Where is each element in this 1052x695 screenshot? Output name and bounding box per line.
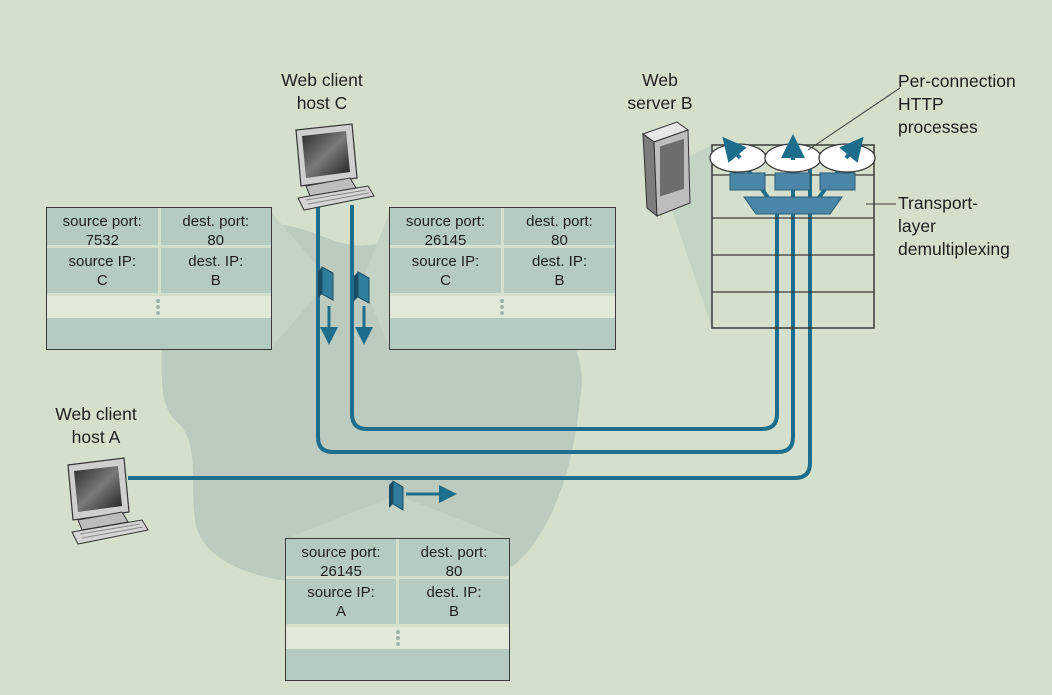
dest-ip-value: B [554,272,565,289]
server-icon-b [641,121,691,218]
server-b-label: Web server B [610,69,710,115]
host-c-label-line2: host C [296,93,348,113]
segment-ellipsis-row [47,296,271,318]
host-a-label: Web client host A [36,403,156,449]
segment-ip-row: source IP: C dest. IP: B [47,248,271,296]
source-port-value: 26145 [424,232,467,249]
dest-port-value: 80 [551,232,568,249]
segment-port-row: source port: 26145 dest. port: 80 [286,539,509,580]
host-c-label: Web client host C [262,69,382,115]
arrow-to-process-1 [722,136,747,163]
source-ip-label: source IP: [68,253,137,270]
transport-line3: demultiplexing [898,239,1010,259]
dest-ip-label: dest. IP: [188,253,244,270]
per-connection-line2: HTTP [898,94,944,114]
dest-port-value: 80 [207,232,225,249]
source-ip-cell: source IP: C [47,248,158,293]
dest-port-value: 80 [445,563,463,580]
source-port-cell: source port: 26145 [390,208,501,249]
dest-port-label: dest. port: [182,213,250,230]
ellipsis-dots [396,630,400,648]
packet-icon-left [318,266,334,301]
segment-data-row [390,318,615,340]
link-host-a [128,150,812,480]
source-ip-value: C [96,272,108,289]
per-connection-processes-label: Per-connection HTTP processes [898,70,1016,139]
segment-port-row: source port: 7532 dest. port: 80 [47,208,272,249]
transport-demux-label: Transport- layer demultiplexing [898,192,1010,261]
server-b-label-line1: Web [642,70,678,90]
ellipsis-dots [500,299,504,317]
computer-icon-host-a [67,457,149,545]
source-ip-value: C [440,272,451,289]
packet-icon-bottom [389,480,404,511]
segment-projection-bottom [285,495,510,539]
socket-1 [729,172,766,191]
per-connection-line3: processes [898,117,978,137]
host-a-label-line2: host A [71,427,121,447]
per-connection-line1: Per-connection [898,71,1016,91]
segment-projection-left [270,211,330,349]
segment-box-host-c-2: source port: 26145 dest. port: 80 source… [389,207,616,350]
source-ip-cell: source IP: A [286,579,396,624]
dest-port-cell: dest. port: 80 [501,208,615,249]
dest-ip-cell: dest. IP: B [157,248,272,293]
packet-icon-middle [354,271,370,304]
segment-data-row [286,649,509,671]
segment-box-host-c-1: source port: 7532 dest. port: 80 source … [46,207,272,350]
host-a-label-line1: Web client [55,404,137,424]
transport-line1: Transport- [898,193,979,213]
segment-data-row [47,318,271,340]
transport-line2: layer [898,216,936,236]
demux-funnel [743,196,843,215]
ellipsis-dots [156,299,160,317]
segment-ip-row: source IP: A dest. IP: B [286,579,509,627]
source-ip-label: source IP: [411,253,480,270]
source-port-label: source port: [405,213,486,230]
link-host-c-inner [350,205,779,431]
segment-ellipsis-row [286,627,509,649]
source-ip-label: source IP: [307,584,375,601]
source-port-value: 26145 [320,563,362,580]
segment-ip-row: source IP: C dest. IP: B [390,248,615,296]
source-port-label: source port: [301,544,381,561]
socket-3 [819,172,856,191]
server-b-label-line2: server B [627,93,693,113]
source-port-value: 7532 [85,232,119,249]
socket-2 [774,172,811,191]
source-ip-value: A [335,603,346,620]
dest-port-label: dest. port: [420,544,488,561]
per-connection-leader [807,87,901,151]
dest-ip-value: B [448,603,459,620]
link-host-c-outer [316,150,795,454]
source-port-cell: source port: 26145 [286,539,396,580]
arrow-to-process-3 [839,136,864,163]
source-port-cell: source port: 7532 [47,208,158,249]
dest-port-label: dest. port: [526,213,593,230]
segment-box-host-a: source port: 26145 dest. port: 80 source… [285,538,510,681]
dest-ip-cell: dest. IP: B [501,248,615,293]
dest-port-cell: dest. port: 80 [396,539,509,580]
dest-ip-cell: dest. IP: B [396,579,509,624]
dest-ip-label: dest. IP: [426,584,482,601]
segment-port-row: source port: 26145 dest. port: 80 [390,208,615,249]
source-port-label: source port: [62,213,142,230]
dest-port-cell: dest. port: 80 [157,208,272,249]
dest-ip-label: dest. IP: [531,253,588,270]
source-ip-cell: source IP: C [390,248,501,293]
computer-icon-host-c [295,123,375,211]
dest-ip-value: B [210,272,221,289]
segment-ellipsis-row [390,296,615,318]
segment-projection-middle [362,211,390,349]
host-c-label-line1: Web client [281,70,363,90]
